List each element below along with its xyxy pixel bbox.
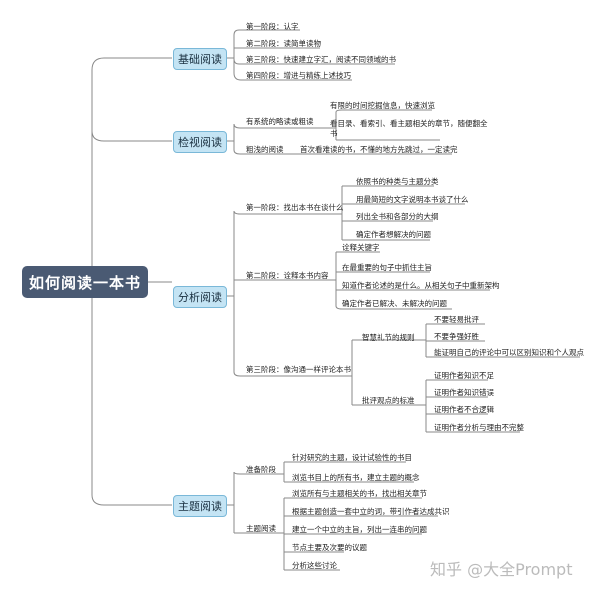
list-item: 列出全书和各部分的大纲	[356, 212, 439, 221]
subtopic-label: 粗浅的阅读	[246, 145, 284, 154]
connector	[322, 109, 440, 141]
subtopic-label: 智慧礼节的规则	[362, 333, 415, 342]
list-item: 建立一个中立的主旨，列出一连串的问题	[292, 525, 427, 534]
connector	[226, 123, 322, 155]
branch-syntopical-reading: 主题阅读	[173, 495, 227, 517]
list-item: 能证明自己的评论中可以区别知识和个人观点	[434, 348, 584, 357]
list-item: 第四阶段：增进与精练上述技巧	[246, 71, 351, 80]
connector	[343, 339, 420, 406]
connector	[336, 185, 465, 241]
subtopic-label: 第一阶段：找出本书在谈什么	[246, 203, 344, 212]
list-item: 证明作者知识错误	[434, 388, 494, 397]
list-item: 确定作者已解决、未解决的问题	[342, 299, 447, 308]
list-item: 不要争强好胜	[434, 332, 479, 341]
branch-inspectional-reading: 检视阅读	[173, 131, 227, 153]
subtopic-label: 第三阶段：像沟通一样评论本书	[246, 365, 351, 374]
list-item: 首次看难读的书，不懂的地方先跳过，一定读完	[300, 145, 458, 154]
branch-analytical-reading: 分析阅读	[173, 286, 227, 308]
connector	[330, 251, 490, 310]
root-node: 如何阅读一本书	[22, 266, 148, 298]
connector	[278, 497, 438, 571]
branch-basic-reading: 基础阅读	[173, 48, 227, 70]
connector	[420, 379, 520, 433]
watermark: 知乎 @大全Prompt	[430, 560, 573, 579]
list-item: 诠释关键字	[342, 243, 380, 252]
connector	[278, 461, 414, 483]
list-item: 浏览书目上的所有书，建立主题的概念	[292, 473, 420, 482]
subtopic-label: 第二阶段：诠释本书内容	[246, 271, 329, 280]
list-item: 依照书的种类与主题分类	[356, 177, 439, 186]
list-item: 浏览所有与主题相关的书，找出相关章节	[292, 489, 427, 498]
list-item: 在最重要的句子中抓住主旨	[342, 263, 432, 272]
subtopic-label: 有系统的略读或粗读	[246, 117, 314, 126]
list-item: 证明作者分析与理由不完整	[434, 423, 524, 432]
list-item: 根据主题创造一套中立的词，带引作者达成共识	[292, 507, 450, 516]
list-item: 有限的时间挖掘信息，快速浏览	[330, 101, 435, 110]
subtopic-label: 准备阶段	[246, 465, 276, 474]
list-item: 分析这些讨论	[292, 561, 337, 570]
connector	[420, 323, 580, 358]
connector	[226, 29, 395, 81]
list-item: 看目录、看索引、看主题相关的章节，随便翻全	[330, 119, 488, 128]
connector	[226, 471, 278, 534]
subtopic-label: 批评观点的标准	[362, 396, 415, 405]
list-item: 证明作者不合逻辑	[434, 405, 494, 414]
list-item: 第一阶段：认字	[246, 22, 299, 31]
list-item: 证明作者知识不足	[434, 371, 494, 380]
list-item: 用最简短的文字说明本书谈了什么	[356, 195, 469, 204]
list-item: 第二阶段：读简单读物	[246, 39, 321, 48]
list-item: 针对研究的主题，设计试验性的书目	[292, 453, 412, 462]
list-item: 书	[330, 129, 338, 138]
list-item: 第三阶段：快速建立字汇，阅读不同领域的书	[246, 55, 396, 64]
list-item: 不要轻易批评	[434, 315, 479, 324]
list-item: 节点主要及次要的议题	[292, 543, 367, 552]
list-item: 知道作者论述的是什么。从相关句子中重新架构	[342, 281, 500, 290]
list-item: 确定作者想解决的问题	[356, 230, 431, 239]
subtopic-label: 主题阅读	[246, 524, 276, 533]
connector	[226, 210, 343, 377]
